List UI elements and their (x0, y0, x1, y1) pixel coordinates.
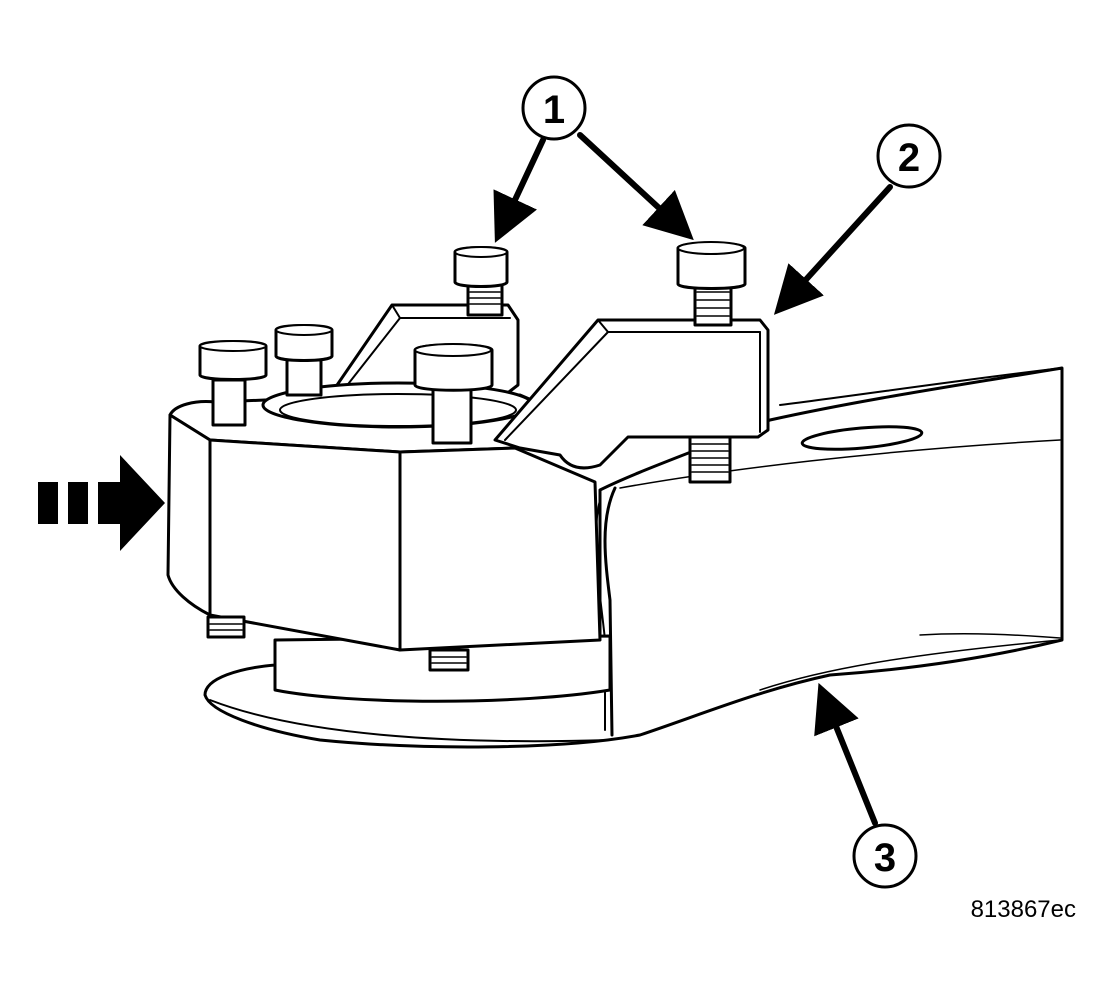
direction-arrow (38, 455, 165, 551)
leader-1b (577, 132, 694, 241)
leader-2 (773, 184, 893, 315)
callout-1: 1 (521, 75, 587, 141)
callout-3-label: 3 (874, 836, 896, 880)
spring-seat-housing (166, 381, 602, 652)
lower-stud-center (428, 648, 470, 672)
bolt-front-right (676, 241, 747, 484)
bolt-left-front (198, 340, 268, 427)
bolt-rear-center (453, 246, 509, 317)
leader-1a (493, 137, 546, 243)
bolt-left-rear (274, 324, 334, 397)
callout-1-label: 1 (543, 88, 565, 132)
lower-stud-left (206, 615, 246, 639)
bolt-center-front (413, 343, 494, 445)
callout-3: 3 (852, 823, 918, 889)
clamp-bracket (493, 318, 770, 470)
leader-3 (814, 682, 878, 826)
callout-2-label: 2 (898, 136, 920, 180)
callout-2: 2 (876, 123, 942, 189)
figure-id: 813867ec (970, 896, 1076, 923)
